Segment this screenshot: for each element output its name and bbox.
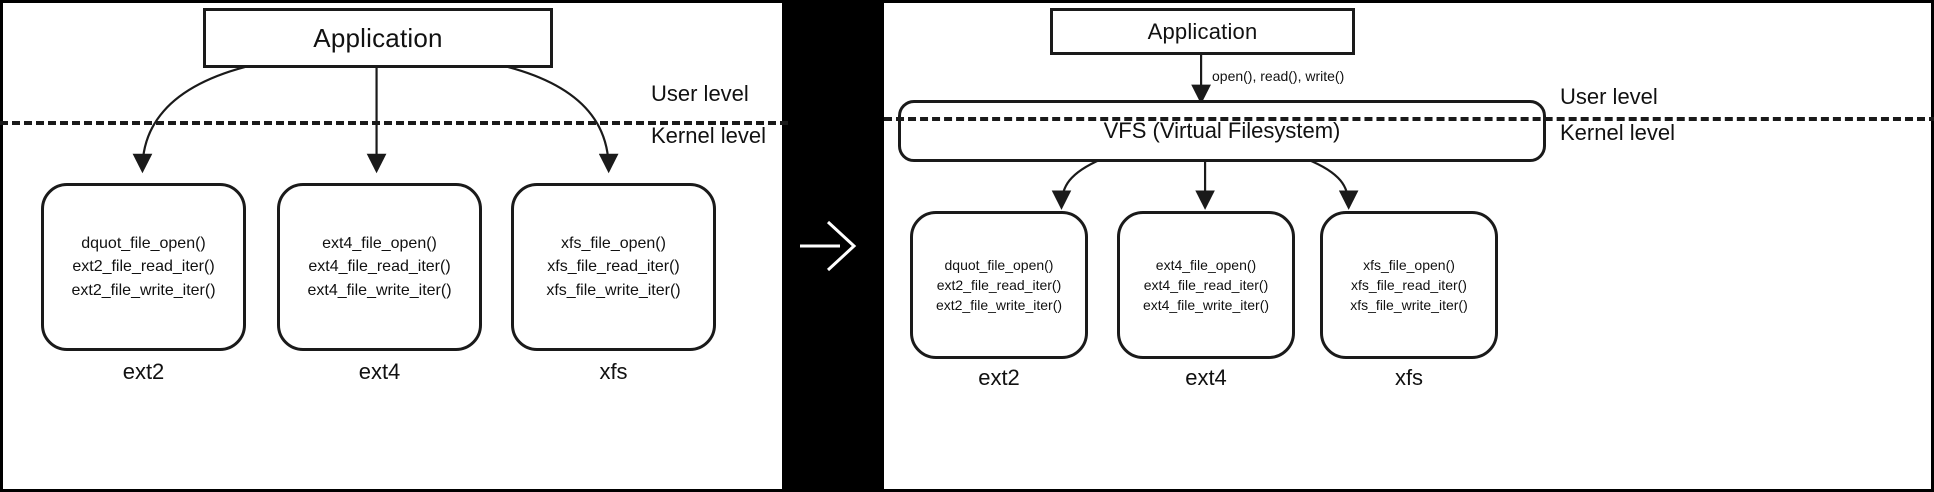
application-box[interactable]: Application	[1050, 8, 1355, 55]
function-name: xfs_file_read_iter()	[547, 258, 680, 276]
arrow-vfs-to-xfs	[1306, 158, 1359, 210]
function-name: xfs_file_write_iter()	[546, 281, 681, 299]
filesystem-label-ext2: ext2	[978, 365, 1020, 390]
panel-without-vfs: Application User level Kernel level dquo…	[0, 0, 788, 492]
user-kernel-divider	[0, 121, 788, 125]
user-kernel-divider	[884, 117, 1934, 121]
filesystem-label-xfs: xfs	[599, 359, 628, 384]
panel-with-vfs: Application open(), read(), write() User…	[884, 0, 1934, 492]
vfs-label: VFS (Virtual Filesystem)	[1103, 118, 1341, 143]
function-name: xfs_file_open()	[561, 235, 666, 253]
arrow-app-to-xfs	[500, 64, 619, 174]
filesystem-box-ext2[interactable]: dquot_file_open() ext2_file_read_iter() …	[910, 211, 1088, 359]
function-name: ext2_file_read_iter()	[72, 258, 215, 276]
application-label: Application	[313, 22, 443, 53]
arrow-vfs-to-ext2	[1051, 158, 1102, 210]
filesystem-box-ext2[interactable]: dquot_file_open() ext2_file_read_iter() …	[41, 183, 246, 351]
filesystem-box-xfs[interactable]: xfs_file_open() xfs_file_read_iter() xfs…	[1320, 211, 1498, 359]
function-name: xfs_file_write_iter()	[1350, 297, 1468, 314]
function-name: ext2_file_read_iter()	[936, 276, 1062, 293]
function-name: ext2_file_write_iter()	[935, 297, 1063, 314]
function-name: ext4_file_read_iter()	[308, 258, 451, 276]
vfs-box[interactable]: VFS (Virtual Filesystem)	[898, 100, 1546, 162]
right-arrow-icon	[800, 220, 857, 272]
filesystem-label-xfs: xfs	[1394, 365, 1424, 390]
kernel-level-label: Kernel level	[1560, 120, 1675, 145]
filesystem-box-ext4[interactable]: ext4_file_open() ext4_file_read_iter() e…	[1117, 211, 1295, 359]
kernel-level-label: Kernel level	[651, 123, 766, 148]
application-box[interactable]: Application	[203, 8, 553, 68]
function-name: ext4_file_write_iter()	[307, 281, 452, 299]
function-name: xfs_file_read_iter()	[1351, 276, 1467, 293]
filesystem-label-ext4: ext4	[358, 359, 401, 384]
application-label: Application	[1147, 18, 1258, 44]
syscall-annotation: open(), read(), write()	[1212, 68, 1345, 84]
filesystem-label-ext4: ext4	[1185, 365, 1227, 390]
filesystem-box-xfs[interactable]: xfs_file_open() xfs_file_read_iter() xfs…	[511, 183, 716, 351]
function-name: xfs_file_open()	[1363, 256, 1455, 273]
function-name: ext4_file_open()	[1155, 256, 1257, 273]
function-name: ext4_file_write_iter()	[1142, 297, 1270, 314]
panel-separator	[782, 0, 884, 492]
function-name: ext2_file_write_iter()	[71, 281, 216, 299]
arrow-app-to-ext2	[132, 64, 253, 174]
function-name: dquot_file_open()	[81, 235, 206, 253]
filesystem-box-ext4[interactable]: ext4_file_open() ext4_file_read_iter() e…	[277, 183, 482, 351]
function-name: ext4_file_read_iter()	[1143, 276, 1269, 293]
user-level-label: User level	[1560, 84, 1658, 109]
function-name: dquot_file_open()	[944, 256, 1054, 273]
user-level-label: User level	[651, 81, 749, 106]
filesystem-label-ext2: ext2	[122, 359, 165, 384]
function-name: ext4_file_open()	[322, 235, 437, 253]
